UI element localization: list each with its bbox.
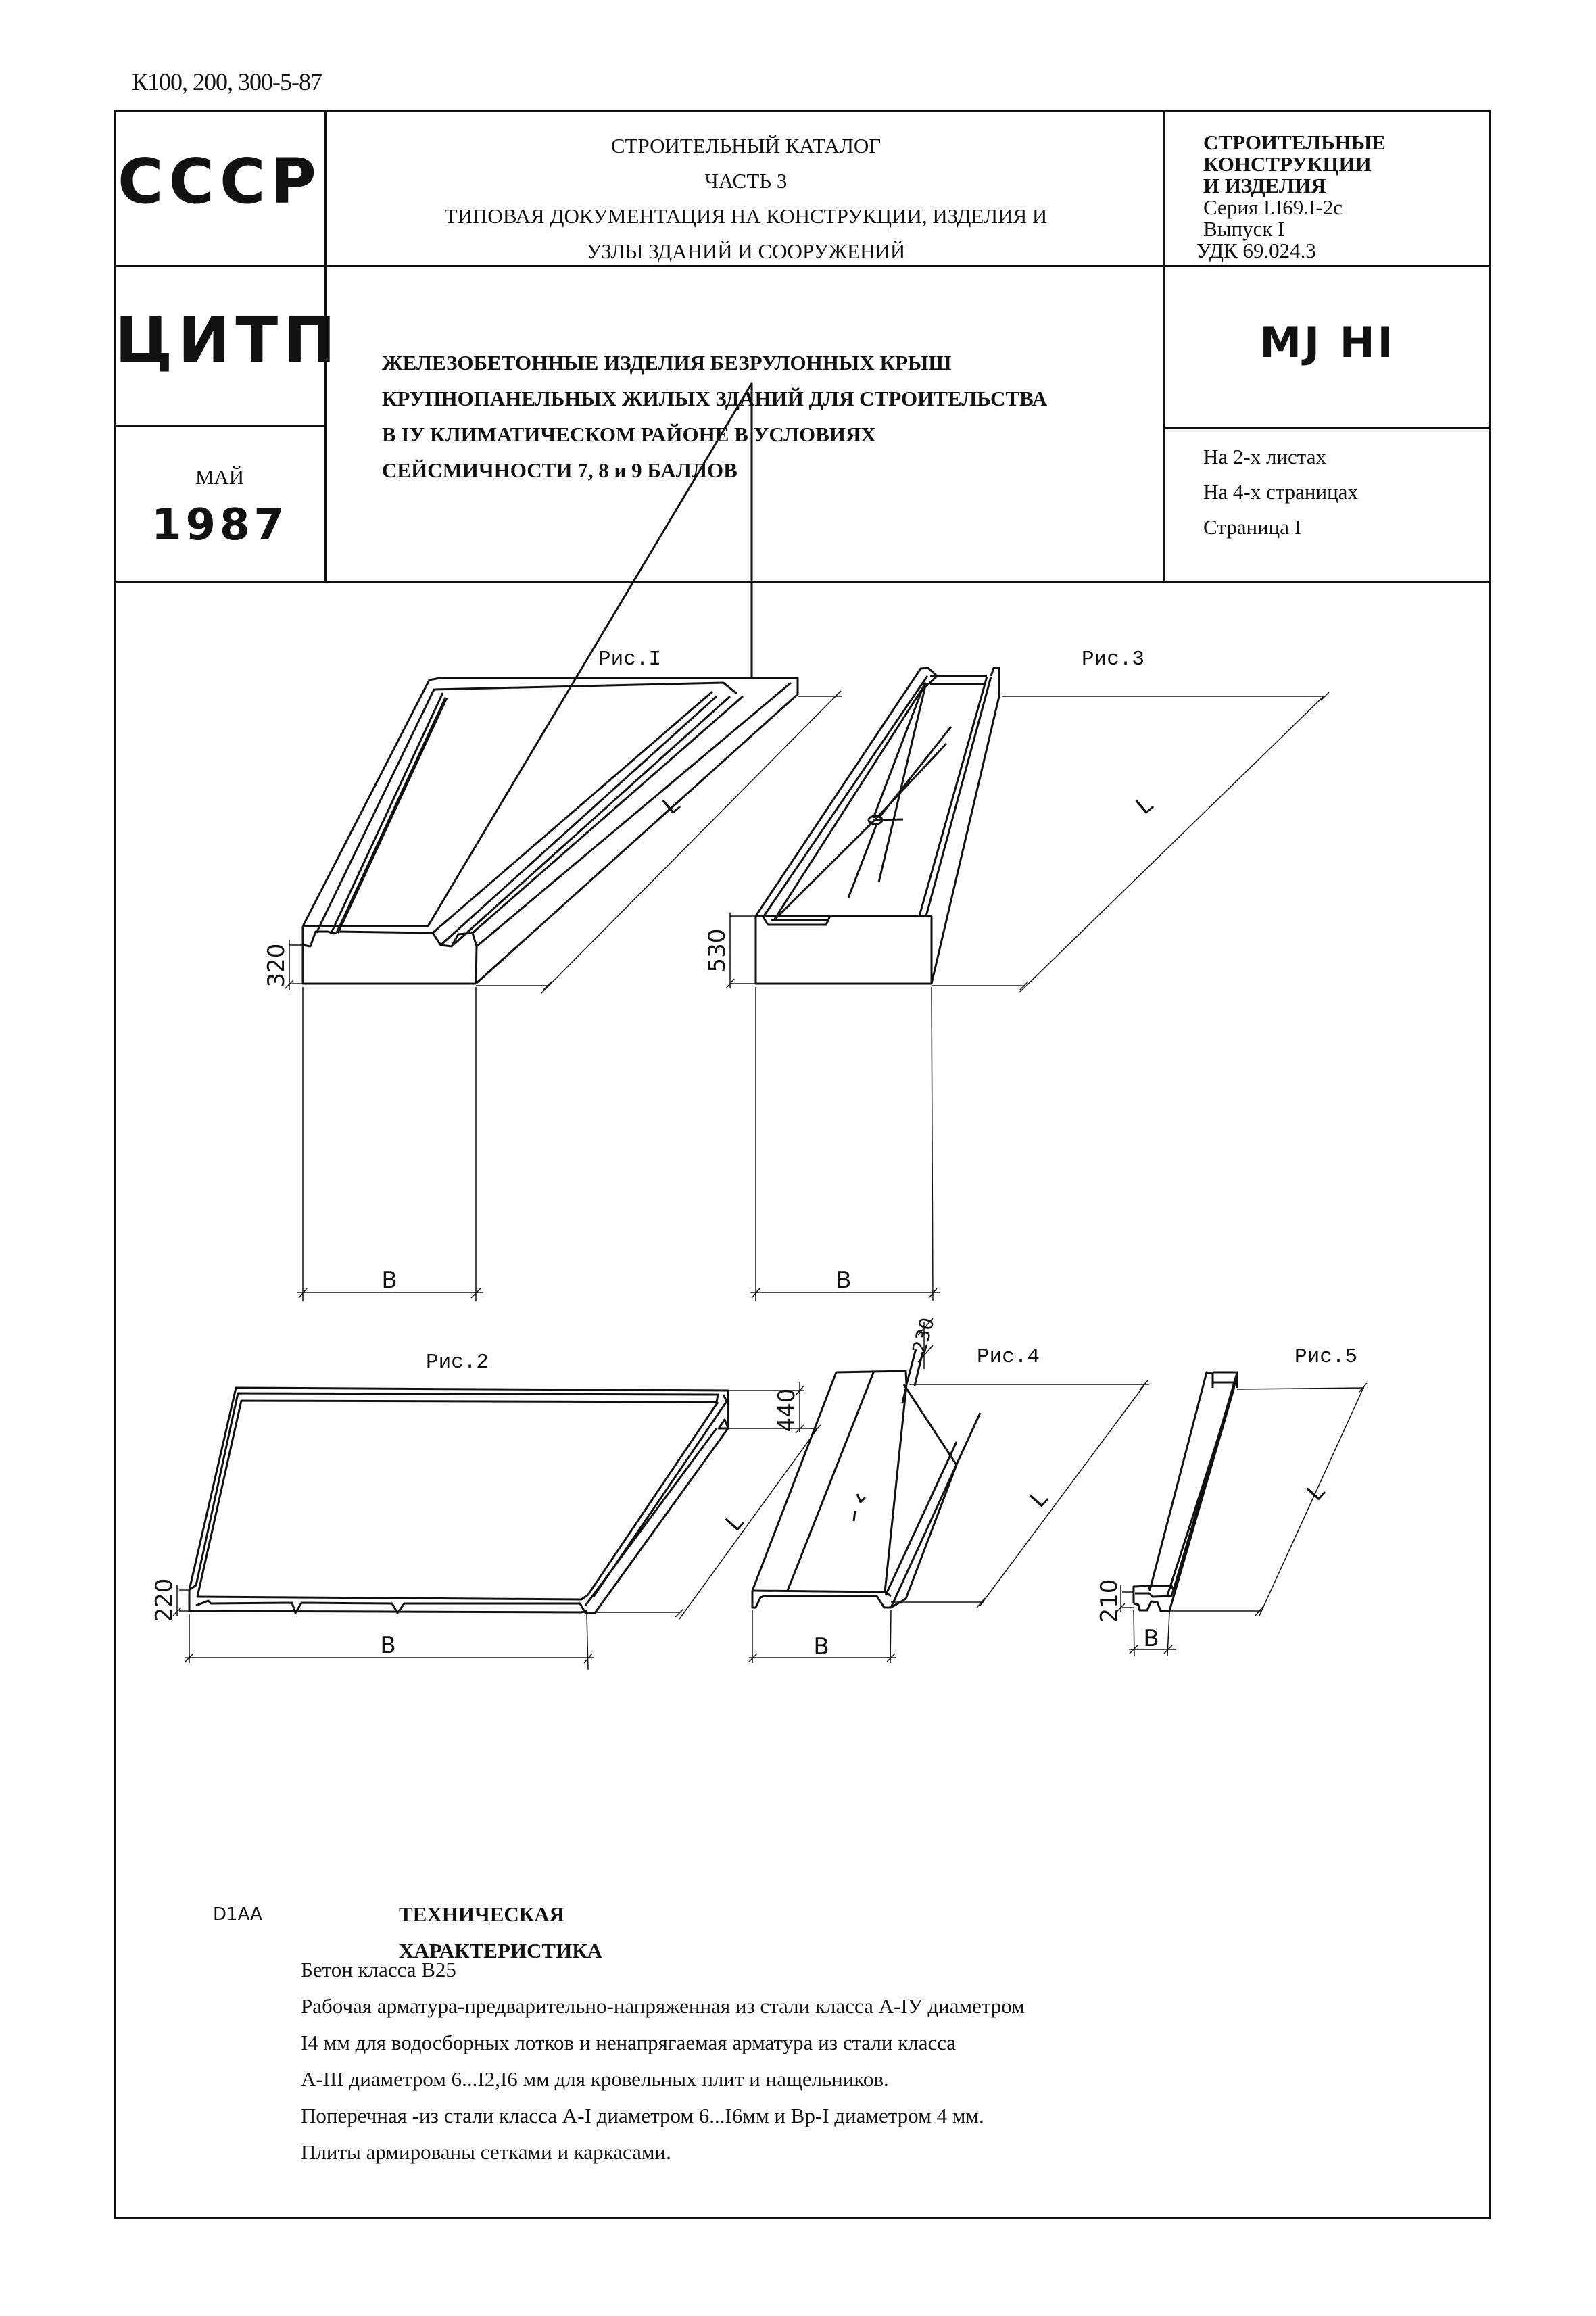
fig2-height-dim: 220 — [151, 1578, 178, 1622]
month-label: МАЙ — [195, 465, 245, 489]
fig4-length-dim: L — [1025, 1485, 1053, 1513]
tech-line: Поперечная -из стали класса А-I диаметро… — [301, 2104, 984, 2127]
header-divider-left — [324, 110, 327, 583]
fig2-drawing — [188, 1386, 729, 1614]
title-line: СЕЙСМИЧНОСТИ 7, 8 и 9 БАЛЛОВ — [382, 458, 737, 482]
fig3-width-dim: B — [836, 1267, 851, 1294]
fig4-dimensions — [748, 1318, 1149, 1664]
page-number: Страница I — [1203, 515, 1302, 539]
fig2-end-height-dim: 440 — [773, 1389, 800, 1432]
catalog-line: ТИПОВАЯ ДОКУМЕНТАЦИЯ НА КОНСТРУКЦИИ, ИЗД… — [444, 204, 1048, 228]
drawing-frame — [114, 110, 1491, 2219]
fig3-drawing — [754, 667, 1000, 985]
title-line: В IУ КЛИМАТИЧЕСКОМ РАЙОНЕ В УСЛОВИЯХ — [382, 423, 876, 446]
catalog-line: СТРОИТЕЛЬНЫЙ КАТАЛОГ — [610, 134, 881, 158]
fig3-dimensions — [725, 692, 1330, 1302]
year-label: 1987 — [151, 500, 289, 550]
fig5-length-dim: L — [1302, 1478, 1330, 1506]
tech-line: Плиты армированы сетками и каркасами. — [301, 2140, 671, 2164]
left-cell-divider — [114, 425, 325, 427]
fig5-height-dim: 210 — [1096, 1579, 1123, 1623]
fig1-dimensions — [285, 690, 842, 1301]
series-line: КОНСТРУКЦИИ — [1203, 152, 1372, 176]
header-row-divider — [114, 265, 1491, 267]
sheet-count: На 2-х листах — [1203, 445, 1326, 468]
fig1-drawing — [301, 382, 799, 985]
fig2-dimensions — [172, 1382, 821, 1670]
fig4-drawing — [751, 1348, 982, 1609]
org-label: ЦИТП — [115, 304, 341, 377]
country-label: СССР — [118, 145, 322, 218]
fig5-drawing — [1132, 1371, 1238, 1612]
header-bottom-line — [114, 581, 1491, 583]
udk-line: УДК 69.024.3 — [1196, 239, 1316, 262]
tech-line: I4 мм для водосборных лотков и ненапряга… — [301, 2031, 957, 2054]
section-code: D1AA — [213, 1904, 262, 1925]
sheet-info: На 2-х листах На 4-х страницах Страница … — [1203, 439, 1358, 545]
fig2-length-dim: L — [721, 1509, 749, 1537]
fig2-width-dim: B — [380, 1632, 395, 1659]
document-title: ЖЕЛЕЗОБЕТОННЫЕ ИЗДЕЛИЯ БЕЗРУЛОННЫХ КРЫШ … — [382, 345, 1047, 488]
tech-line: А-III диаметром 6...I2,I6 мм для кровель… — [301, 2067, 889, 2091]
header-divider-right — [1163, 110, 1165, 583]
right-cell-divider — [1163, 427, 1491, 429]
tech-line: Бетон класса В25 — [301, 1958, 456, 1981]
series-line: Серия I.I69.I-2с — [1203, 195, 1343, 219]
fig3-label: Рис.3 — [1082, 648, 1145, 671]
fig1-width-dim: B — [381, 1267, 397, 1294]
fig1-height-dim: 320 — [263, 944, 290, 988]
series-line: СТРОИТЕЛЬНЫЕ — [1203, 130, 1386, 154]
fig1-label: Рис.I — [598, 648, 662, 671]
fig4-width-dim: B — [813, 1633, 829, 1660]
title-line: ЖЕЛЕЗОБЕТОННЫЕ ИЗДЕЛИЯ БЕЗРУЛОННЫХ КРЫШ — [382, 351, 952, 375]
fig5-dimensions — [1116, 1382, 1368, 1657]
tech-line: Рабочая арматура-предварительно-напряжен… — [301, 1994, 1025, 2018]
series-line: И ИЗДЕЛИЯ — [1203, 174, 1326, 197]
catalog-line: УЗЛЫ ЗДАНИЙ И СООРУЖЕНИЙ — [586, 239, 906, 263]
page-count: На 4-х страницах — [1203, 480, 1358, 504]
catalog-line: ЧАСТЬ 3 — [704, 169, 788, 193]
series-line: Выпуск I — [1203, 217, 1285, 241]
tech-heading: ТЕХНИЧЕСКАЯ ХАРАКТЕРИСТИКА — [399, 1902, 603, 1962]
series-block: СТРОИТЕЛЬНЫЕ КОНСТРУКЦИИ И ИЗДЕЛИЯ Серия… — [1196, 130, 1386, 262]
fig3-height-dim: 530 — [704, 929, 731, 973]
dimension-labels: 320 B L 530 B L 220 440 B L 230 B L 210 … — [151, 791, 1330, 1660]
fig5-label: Рис.5 — [1295, 1345, 1358, 1369]
catalog-block: СТРОИТЕЛЬНЫЙ КАТАЛОГ ЧАСТЬ 3 ТИПОВАЯ ДОК… — [328, 128, 1164, 269]
title-line: КРУПНОПАНЕЛЬНЫХ ЖИЛЫХ ЗДАНИЙ ДЛЯ СТРОИТЕ… — [382, 387, 1048, 410]
fig2-label: Рис.2 — [426, 1351, 489, 1374]
document-reference: К100, 200, 300-5-87 — [132, 68, 322, 95]
fig4-height-dim: 230 — [908, 1315, 939, 1355]
document-code: МJ HI — [1259, 318, 1396, 367]
tech-body: Бетон класса В25 Рабочая арматура-предва… — [301, 1952, 1025, 2171]
fig5-width-dim: B — [1143, 1625, 1159, 1652]
fig4-label: Рис.4 — [977, 1345, 1040, 1369]
fig3-length-dim: L — [1131, 791, 1158, 820]
